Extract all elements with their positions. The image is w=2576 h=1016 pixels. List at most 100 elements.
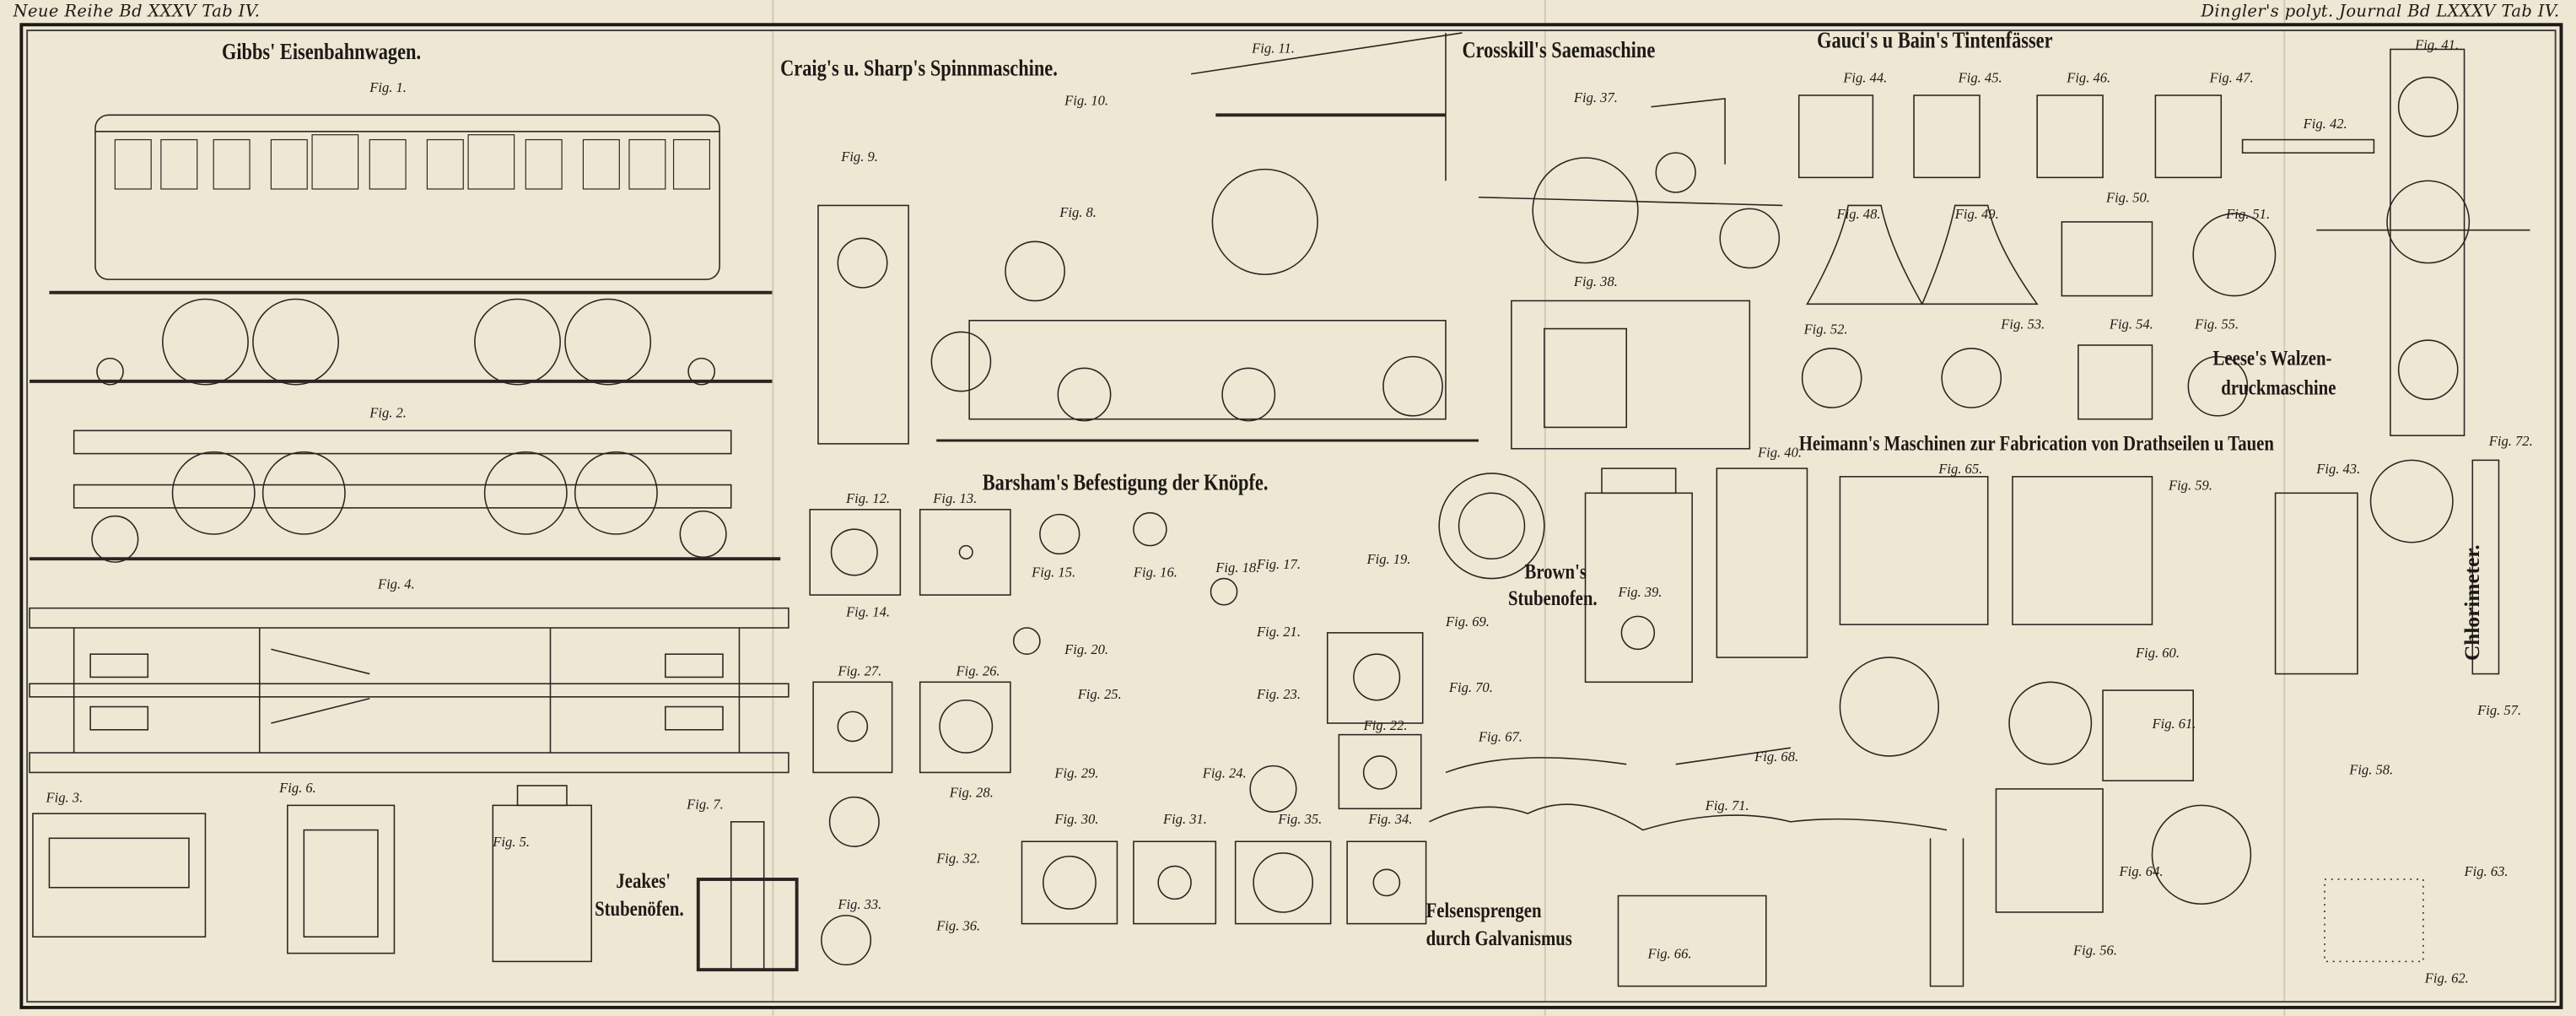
- figure-label: Fig. 38.: [1573, 273, 1618, 289]
- section-title-jeakes-2: Stubenöfen.: [595, 895, 684, 921]
- section-title-gauci: Gauci's u Bain's Tintenfässer: [1817, 30, 2053, 55]
- figure-label: Fig. 1.: [369, 78, 407, 95]
- figure-label: Fig. 19.: [1366, 550, 1411, 567]
- figure-label: Fig. 33.: [838, 895, 882, 912]
- figure-label: Fig. 36.: [936, 916, 981, 934]
- section-title-leese-1: Leese's Walzen-: [2212, 345, 2332, 370]
- fold-line: [772, 0, 774, 1016]
- section-title-felsen-2: durch Galvanismus: [1425, 925, 1572, 950]
- stove-and-rope-machines-drawing: [1438, 459, 2500, 963]
- figure-label: Fig. 14.: [846, 603, 891, 620]
- figure-label: Fig. 61.: [2152, 715, 2196, 732]
- figure-label: Fig. 41.: [2415, 35, 2460, 53]
- section-title-felsen-1: Felsensprengen: [1425, 897, 1542, 922]
- figure-label: Fig. 2.: [369, 404, 407, 421]
- figure-label: Fig. 6.: [279, 779, 316, 796]
- figure-label: Fig. 49.: [1954, 205, 1999, 222]
- figure-label: Fig. 23.: [1256, 685, 1301, 702]
- figure-label: Fig. 55.: [2195, 315, 2239, 332]
- roller-press-drawing: [2316, 48, 2530, 436]
- figure-label: Fig. 39.: [1618, 583, 1663, 600]
- header-left: Neue Reihe Bd XXXV Tab IV.: [13, 3, 261, 22]
- figure-label: Fig. 57.: [2477, 701, 2522, 719]
- spinning-machine-drawing: [817, 32, 1479, 445]
- figure-label: Fig. 12.: [846, 489, 891, 506]
- figure-label: Fig. 28.: [949, 784, 994, 801]
- figure-label: Fig. 54.: [2109, 315, 2153, 332]
- figure-label: Fig. 8.: [1059, 203, 1097, 220]
- figure-label: Fig. 22.: [1363, 716, 1408, 733]
- figure-label: Fig. 56.: [2072, 942, 2117, 959]
- section-title-leese-2: druckmaschine: [2221, 375, 2336, 400]
- frame-plan-drawing: [29, 607, 790, 774]
- figure-label: Fig. 45.: [1958, 68, 2002, 86]
- figure-label: Fig. 16.: [1133, 564, 1178, 581]
- figure-label: Fig. 29.: [1054, 764, 1099, 781]
- figure-label: Fig. 35.: [1278, 810, 1323, 827]
- figure-label: Fig. 30.: [1054, 810, 1099, 827]
- figure-label: Fig. 51.: [2226, 205, 2271, 222]
- plate-frame: [19, 23, 2563, 1009]
- figure-label: Fig. 10.: [1064, 92, 1109, 109]
- rock-blasting-drawing: [1429, 747, 1964, 987]
- figure-label: Fig. 58.: [2349, 760, 2394, 778]
- figure-label: Fig. 53.: [2001, 315, 2045, 332]
- figure-label: Fig. 60.: [2136, 644, 2180, 661]
- figure-label: Fig. 17.: [1256, 555, 1301, 572]
- figure-label: Fig. 15.: [1032, 564, 1076, 581]
- figure-label: Fig. 9.: [841, 148, 878, 165]
- section-title-brown-2: Stubenofen.: [1507, 585, 1598, 610]
- figure-label: Fig. 3.: [46, 788, 84, 806]
- figure-label: Fig. 70.: [1448, 678, 1493, 695]
- section-title-craig: Craig's u. Sharp's Spinnmaschine.: [780, 57, 1058, 83]
- buttons-drawing: [809, 509, 1427, 966]
- figure-label: Fig. 32.: [936, 849, 981, 867]
- figure-label: Fig. 20.: [1064, 640, 1109, 658]
- figure-label: Fig. 50.: [2105, 188, 2150, 206]
- section-title-crosskill: Crosskill's Saemaschine: [1462, 39, 1656, 64]
- section-title-jeakes-1: Jeakes': [616, 867, 671, 893]
- figure-label: Fig. 37.: [1573, 89, 1618, 105]
- figure-label: Fig. 59.: [2168, 476, 2212, 494]
- figure-label: Fig. 25.: [1077, 685, 1122, 702]
- seed-drill-drawing: [1478, 97, 1783, 450]
- figure-label: Fig. 71.: [1705, 797, 1749, 814]
- section-title-heimann: Heimann's Maschinen zur Fabrication von …: [1798, 430, 2274, 456]
- figure-label: Fig. 11.: [1252, 39, 1295, 57]
- chassis-drawing: [30, 430, 781, 563]
- figure-label: Fig. 27.: [838, 662, 882, 679]
- fold-line: [2283, 0, 2286, 1016]
- figure-label: Fig. 65.: [1938, 460, 1983, 477]
- figure-label: Fig. 46.: [2067, 68, 2111, 86]
- figure-label: Fig. 31.: [1162, 810, 1207, 827]
- railway-carriage-drawing: [30, 114, 773, 386]
- figure-label: Fig. 42.: [2303, 115, 2347, 132]
- section-title-gibbs: Gibbs' Eisenbahnwagen.: [221, 41, 422, 66]
- figure-label: Fig. 72.: [2488, 432, 2533, 449]
- figure-label: Fig. 48.: [1836, 205, 1881, 222]
- figure-label: Fig. 40.: [1758, 443, 1803, 461]
- fold-line: [1544, 0, 1546, 1016]
- figure-label: Fig. 69.: [1445, 613, 1490, 630]
- figure-label: Fig. 66.: [1647, 944, 1692, 962]
- figure-label: Fig. 18.: [1215, 559, 1260, 576]
- figure-label: Fig. 7.: [687, 795, 724, 813]
- figure-label: Fig. 43.: [2316, 460, 2361, 477]
- figure-label: Fig. 68.: [1754, 748, 1799, 765]
- section-title-barsham: Barsham's Befestigung der Knöpfe.: [982, 471, 1269, 497]
- figure-label: Fig. 5.: [493, 833, 531, 850]
- figure-label: Fig. 44.: [1843, 68, 1888, 86]
- figure-label: Fig. 21.: [1256, 623, 1301, 640]
- figure-label: Fig. 64.: [2119, 862, 2164, 880]
- figure-label: Fig. 47.: [2209, 68, 2254, 86]
- stoves-drawing: [32, 785, 799, 972]
- figure-label: Fig. 13.: [933, 489, 978, 506]
- figure-label: Fig. 62.: [2424, 970, 2469, 986]
- figure-label: Fig. 26.: [956, 662, 1000, 679]
- figure-label: Fig. 24.: [1202, 764, 1247, 781]
- figure-label: Fig. 63.: [2464, 862, 2509, 880]
- figure-label: Fig. 4.: [377, 575, 415, 592]
- figure-label: Fig. 67.: [1478, 727, 1522, 745]
